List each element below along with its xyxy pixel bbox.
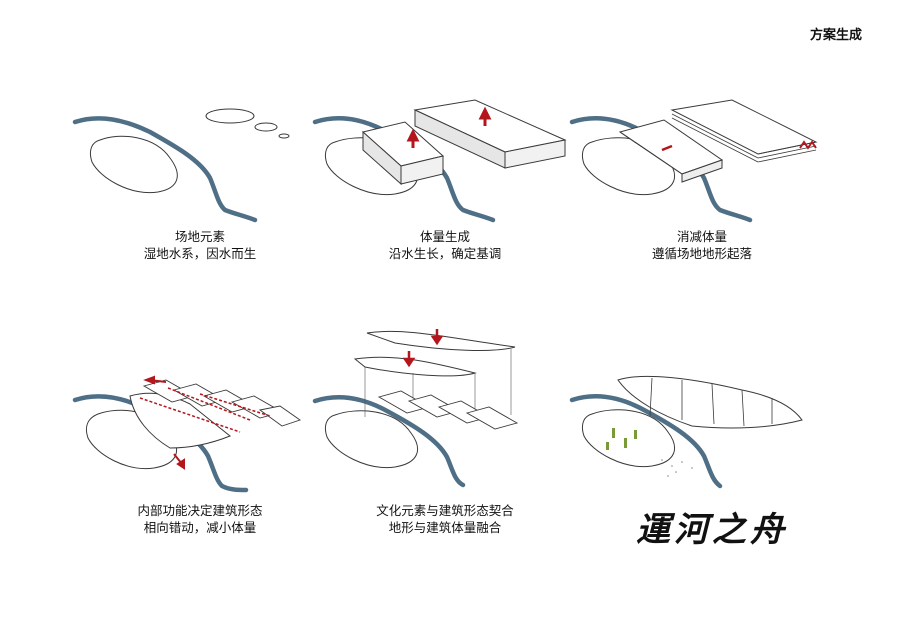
diagram-cultural-form bbox=[312, 325, 575, 488]
land-mass bbox=[324, 410, 419, 469]
staggered-blocks bbox=[142, 379, 301, 427]
page-title: 方案生成 bbox=[809, 28, 862, 43]
scatter-dots bbox=[661, 459, 693, 477]
river bbox=[312, 395, 466, 488]
island-1 bbox=[205, 108, 255, 124]
land-mass bbox=[89, 135, 178, 194]
river bbox=[569, 116, 753, 223]
roof-ribs bbox=[649, 377, 773, 427]
river bbox=[569, 394, 723, 489]
lower-blocks bbox=[377, 390, 519, 430]
river bbox=[72, 394, 249, 493]
caption-5: 文化元素与建筑形态契合 地形与建筑体量融合 bbox=[376, 503, 514, 535]
up-arrow-icon bbox=[478, 106, 492, 126]
diagram-final-form bbox=[569, 350, 832, 500]
caption-3: 消减体量 遵循场地地形起落 bbox=[651, 229, 752, 261]
caption-2: 体量生成 沿水生长，确定基调 bbox=[388, 229, 502, 261]
step-markers bbox=[799, 140, 817, 150]
brand-calligraphy: 運河之舟 bbox=[636, 510, 788, 550]
diagram-volume-reduction bbox=[569, 70, 832, 223]
land-mass bbox=[581, 409, 676, 468]
function-arrows bbox=[139, 387, 271, 433]
left-arrow-icon bbox=[143, 375, 167, 385]
up-arrow-icon bbox=[406, 128, 420, 148]
river bbox=[312, 116, 496, 223]
diagram-internal-function bbox=[70, 340, 330, 493]
diagram-site-elements bbox=[70, 70, 330, 223]
island-2 bbox=[254, 122, 278, 132]
island-3 bbox=[278, 133, 290, 139]
middle-canopy bbox=[353, 356, 477, 377]
top-canopy bbox=[366, 330, 516, 351]
river bbox=[72, 116, 258, 223]
trees bbox=[606, 428, 637, 450]
diagram-volume-generation bbox=[312, 70, 575, 223]
down-arrow-icon bbox=[402, 351, 416, 368]
projection-lines bbox=[364, 349, 512, 421]
caption-1: 场地元素 湿地水系，因水而生 bbox=[143, 229, 257, 261]
down-arrow-icon bbox=[173, 453, 185, 470]
down-arrow-icon bbox=[430, 329, 444, 346]
caption-4: 内部功能决定建筑形态 相向错动，减小体量 bbox=[137, 503, 263, 535]
sweeping-roof bbox=[617, 375, 803, 429]
left-arrow-icon bbox=[661, 144, 673, 152]
